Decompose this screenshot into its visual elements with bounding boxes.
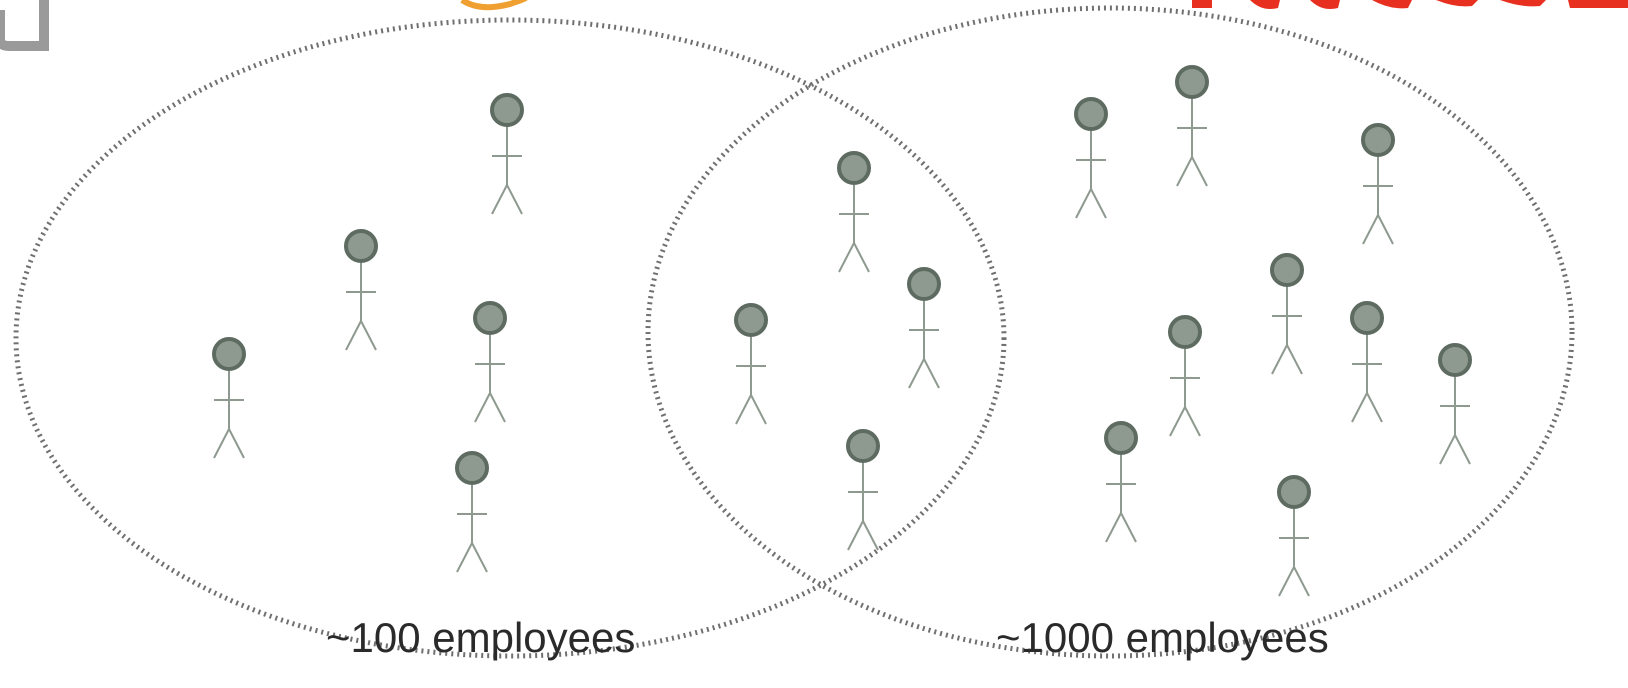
person-icon xyxy=(837,151,871,273)
person-icon xyxy=(1168,315,1202,437)
person-icon xyxy=(1104,421,1138,543)
person-head xyxy=(1350,301,1384,335)
person-body xyxy=(1271,287,1303,375)
person-head xyxy=(1168,315,1202,349)
person-head xyxy=(1175,65,1209,99)
person-head xyxy=(907,267,941,301)
person-body xyxy=(1075,131,1107,219)
person-head xyxy=(846,429,880,463)
person-head xyxy=(212,337,246,371)
person-head xyxy=(1361,123,1395,157)
person-body xyxy=(838,185,870,273)
person-body xyxy=(345,263,377,351)
person-icon xyxy=(907,267,941,389)
person-head xyxy=(344,229,378,263)
person-icon xyxy=(1277,475,1311,597)
person-icon xyxy=(1270,253,1304,375)
group-label-small: ~100 employees xyxy=(326,614,635,661)
group-ellipse-small xyxy=(13,17,1007,659)
logo-red-fragment xyxy=(1192,0,1628,9)
person-body xyxy=(213,371,245,459)
person-icon xyxy=(1074,97,1108,219)
person-head xyxy=(1438,343,1472,377)
person-icon xyxy=(846,429,880,551)
person-body xyxy=(1351,335,1383,423)
person-body xyxy=(1439,377,1471,465)
person-icon xyxy=(734,303,768,425)
person-icon xyxy=(212,337,246,459)
logo-orange-swoosh xyxy=(460,0,528,11)
person-head xyxy=(837,151,871,185)
person-head xyxy=(490,93,524,127)
person-head xyxy=(473,301,507,335)
person-icon xyxy=(344,229,378,351)
person-icon xyxy=(490,93,524,215)
person-body xyxy=(847,463,879,551)
person-icon xyxy=(1361,123,1395,245)
person-body xyxy=(491,127,523,215)
people-layer xyxy=(212,65,1472,597)
logo-fragment xyxy=(0,0,1628,51)
person-icon xyxy=(473,301,507,423)
person-icon xyxy=(1438,343,1472,465)
person-body xyxy=(735,337,767,425)
person-body xyxy=(908,301,940,389)
group-ellipse-large xyxy=(645,5,1575,659)
person-icon xyxy=(1350,301,1384,423)
person-head xyxy=(1074,97,1108,131)
person-body xyxy=(1169,349,1201,437)
person-head xyxy=(455,451,489,485)
person-head xyxy=(1277,475,1311,509)
person-body xyxy=(456,485,488,573)
person-head xyxy=(734,303,768,337)
person-body xyxy=(1362,157,1394,245)
person-head xyxy=(1270,253,1304,287)
logo-gray-arc xyxy=(0,0,49,51)
person-body xyxy=(1278,509,1310,597)
group-label-large: ~1000 employees xyxy=(996,614,1329,661)
person-body xyxy=(1176,99,1208,187)
person-head xyxy=(1104,421,1138,455)
person-body xyxy=(474,335,506,423)
person-icon xyxy=(1175,65,1209,187)
person-icon xyxy=(455,451,489,573)
person-body xyxy=(1105,455,1137,543)
